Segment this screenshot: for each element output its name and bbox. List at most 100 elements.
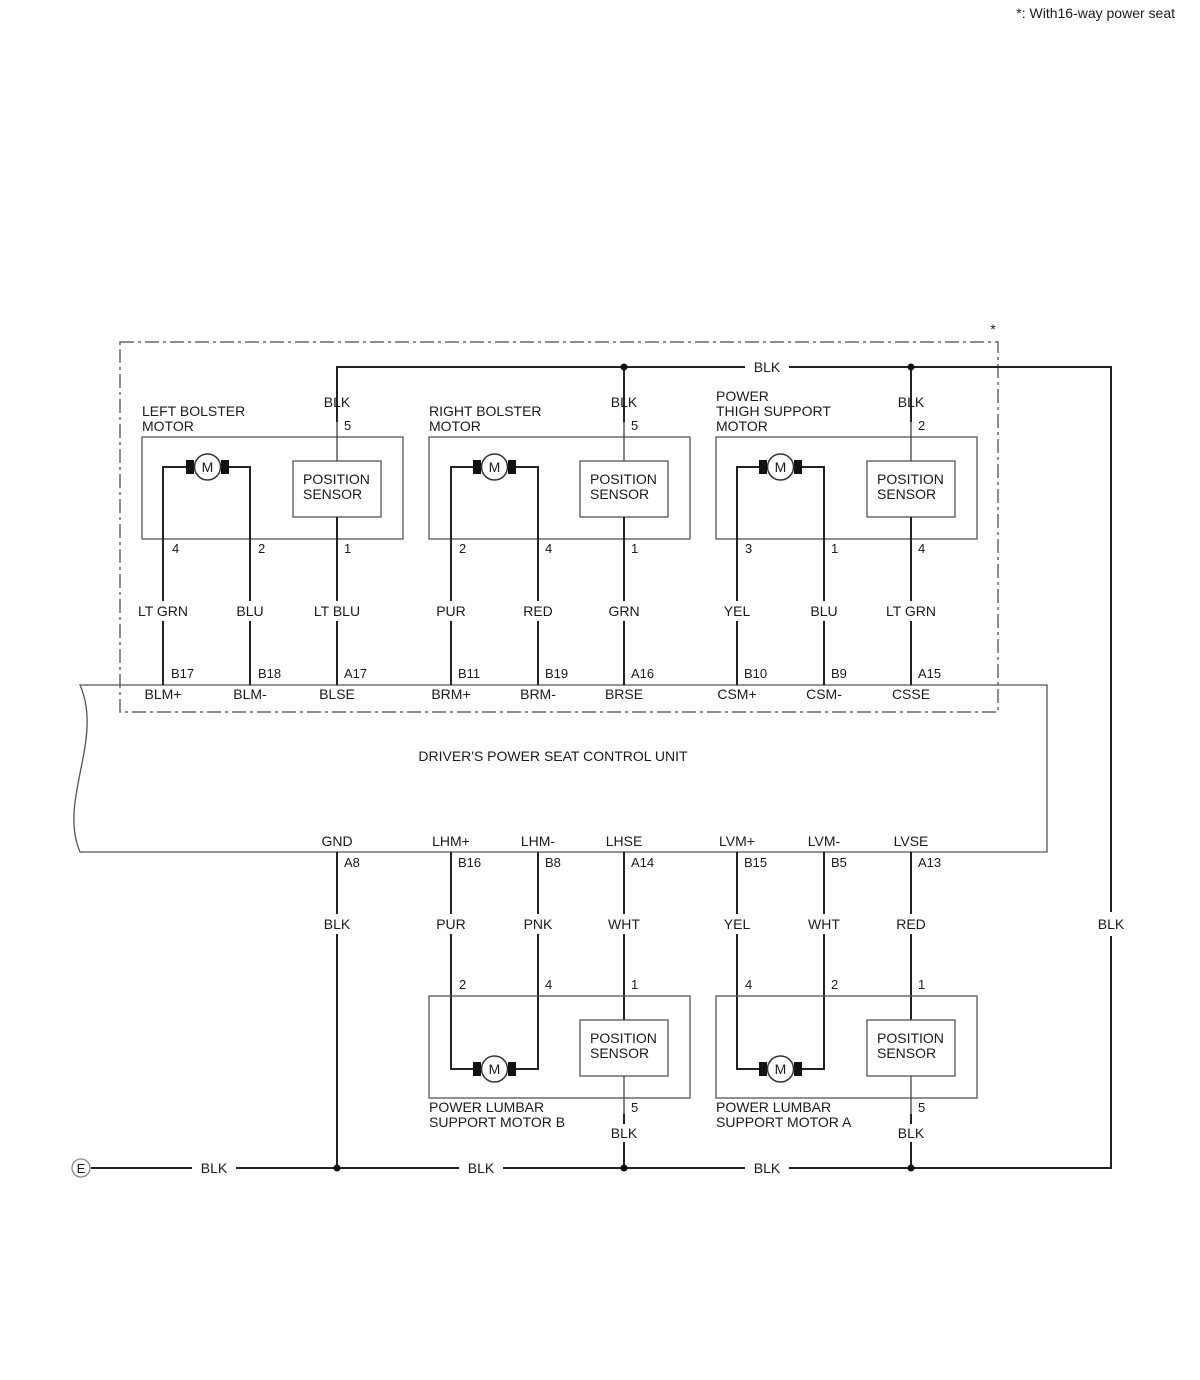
top-bus-wire — [336, 366, 745, 422]
motor-brush — [794, 460, 802, 474]
motor-name-line: MOTOR — [142, 418, 194, 434]
motor-pin: 1 — [631, 977, 638, 992]
supply-wire-color: BLK — [324, 394, 351, 410]
motor-name-line: POWER LUMBAR — [429, 1099, 544, 1115]
motor-brush — [186, 460, 194, 474]
ground-wire-color: BLK — [611, 1125, 638, 1141]
connector-pin: B16 — [458, 855, 481, 870]
motor-negative-wire — [802, 852, 825, 1070]
lumbar-motor-b: LHM+ LHM- LHSE B16 B8 A14 PUR PNK WHT 2 … — [428, 833, 691, 1168]
motor-brush — [221, 460, 229, 474]
motor-negative-wire — [229, 466, 251, 685]
wire-color: PUR — [436, 603, 466, 619]
terminal-label: LVM- — [808, 833, 841, 849]
terminal-label: BLM+ — [145, 686, 182, 702]
motor-brush — [759, 1062, 767, 1076]
splice-point — [620, 363, 628, 371]
thigh-support-motor: POWER THIGH SUPPORT MOTOR BLK 2 POSITION… — [715, 388, 978, 702]
connector-pin: A17 — [344, 666, 367, 681]
motor-pin: 2 — [831, 977, 838, 992]
motor-positive-wire — [736, 466, 759, 685]
connector-pin: B15 — [744, 855, 767, 870]
control-unit-outline — [73, 684, 1048, 853]
right-bus-wire-color: BLK — [1098, 916, 1125, 932]
wire-color: RED — [896, 916, 926, 932]
terminal-label: CSSE — [892, 686, 930, 702]
motor-pin: 1 — [831, 541, 838, 556]
sensor-label: SENSOR — [303, 486, 362, 502]
motor-brush — [508, 460, 516, 474]
motor-positive-wire — [162, 466, 186, 685]
terminal-label: LHM- — [521, 833, 556, 849]
left-bolster-motor: LEFT BOLSTER MOTOR BLK 5 POSITION SENSOR… — [134, 394, 404, 702]
wire-color: YEL — [724, 603, 751, 619]
connector-pin: B19 — [545, 666, 568, 681]
motor-housing — [715, 436, 978, 540]
motor-housing — [428, 436, 691, 540]
optional-asterisk: * — [990, 321, 996, 337]
sensor-label: SENSOR — [590, 1045, 649, 1061]
terminal-label: LVM+ — [719, 833, 755, 849]
motor-pin: 1 — [631, 541, 638, 556]
splice-point — [907, 363, 915, 371]
motor-pin: 4 — [545, 977, 552, 992]
lumbar-motor-a: LVM+ LVM- LVSE B15 B5 A13 YEL WHT RED 4 … — [715, 833, 978, 1168]
wire-color: WHT — [808, 916, 840, 932]
motor-pin: 3 — [745, 541, 752, 556]
connector-pin: A13 — [918, 855, 941, 870]
sensor-label: POSITION — [590, 471, 657, 487]
ground-bus-wire-color: BLK — [468, 1160, 495, 1176]
connector-pin: A14 — [631, 855, 654, 870]
terminal-label: GND — [321, 833, 352, 849]
right-bus-wire — [911, 936, 1112, 1169]
motor-pin: 4 — [172, 541, 179, 556]
motor-name-line: THIGH SUPPORT — [716, 403, 831, 419]
motor-name-line: MOTOR — [429, 418, 481, 434]
wire-color: BLK — [324, 916, 351, 932]
sensor-label: POSITION — [303, 471, 370, 487]
connector-pin: B10 — [744, 666, 767, 681]
wire-color: RED — [523, 603, 553, 619]
wire-color: LT BLU — [314, 603, 360, 619]
ground-bus-wire-color: BLK — [201, 1160, 228, 1176]
motor-pin: 2 — [258, 541, 265, 556]
motor-positive-wire — [736, 852, 759, 1070]
wire-color: WHT — [608, 916, 640, 932]
terminal-label: CSM+ — [717, 686, 756, 702]
ground-wire: GND A8 BLK — [317, 833, 360, 1168]
top-bus-wire-right — [789, 366, 1112, 912]
motor-brush — [508, 1062, 516, 1076]
optional-equipment-boundary — [119, 341, 999, 713]
sensor-label: POSITION — [877, 1030, 944, 1046]
motor-brush — [473, 1062, 481, 1076]
motor-brush — [794, 1062, 802, 1076]
terminal-label: BRM- — [520, 686, 556, 702]
motor-pin: 2 — [459, 977, 466, 992]
ground-wire-color: BLK — [898, 1125, 925, 1141]
ground-bus-wire-color: BLK — [754, 1160, 781, 1176]
motor-negative-wire — [802, 466, 825, 685]
wire-color: GRN — [608, 603, 639, 619]
wire-color: PNK — [524, 916, 553, 932]
wire-color: LT GRN — [886, 603, 936, 619]
motor-pin: 1 — [344, 541, 351, 556]
terminal-label: BRSE — [605, 686, 643, 702]
motor-icon — [480, 1055, 509, 1083]
motor-housing — [715, 995, 978, 1099]
motor-pin: 4 — [745, 977, 752, 992]
connector-pin: B9 — [831, 666, 847, 681]
motor-name-line: SUPPORT MOTOR A — [716, 1114, 852, 1130]
motor-symbol: M — [489, 1061, 501, 1077]
motor-symbol: M — [775, 459, 787, 475]
sensor-label: SENSOR — [590, 486, 649, 502]
motor-name-line: RIGHT BOLSTER — [429, 403, 542, 419]
motor-symbol: M — [202, 459, 214, 475]
terminal-label: CSM- — [806, 686, 842, 702]
supply-wire-color: BLK — [898, 394, 925, 410]
motor-symbol: M — [489, 459, 501, 475]
motor-name-line: SUPPORT MOTOR B — [429, 1114, 565, 1130]
motor-icon — [766, 453, 795, 481]
terminal-label: LVSE — [894, 833, 929, 849]
connector-pin: B5 — [831, 855, 847, 870]
